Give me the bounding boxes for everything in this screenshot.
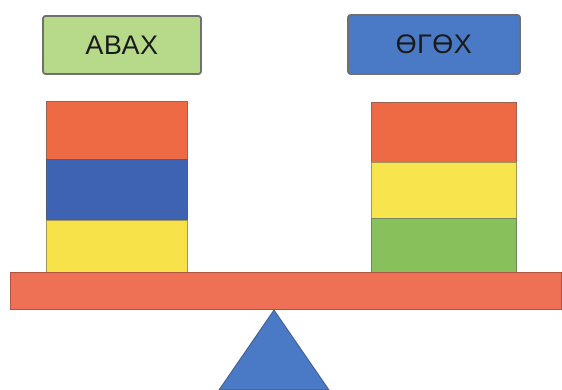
left-label-box: АВАХ — [42, 15, 202, 75]
right-label-box: ӨГӨХ — [347, 14, 521, 75]
fulcrum-shape — [218, 309, 330, 390]
balance-beam — [10, 272, 562, 310]
left-yellow-block — [46, 220, 188, 274]
right-yellow-block — [371, 162, 517, 220]
right-green-block — [371, 218, 517, 275]
right-label-text: ӨГӨХ — [395, 29, 473, 59]
right-red-block — [371, 102, 517, 164]
left-label-text: АВАХ — [85, 29, 159, 60]
left-red-block — [46, 101, 188, 161]
